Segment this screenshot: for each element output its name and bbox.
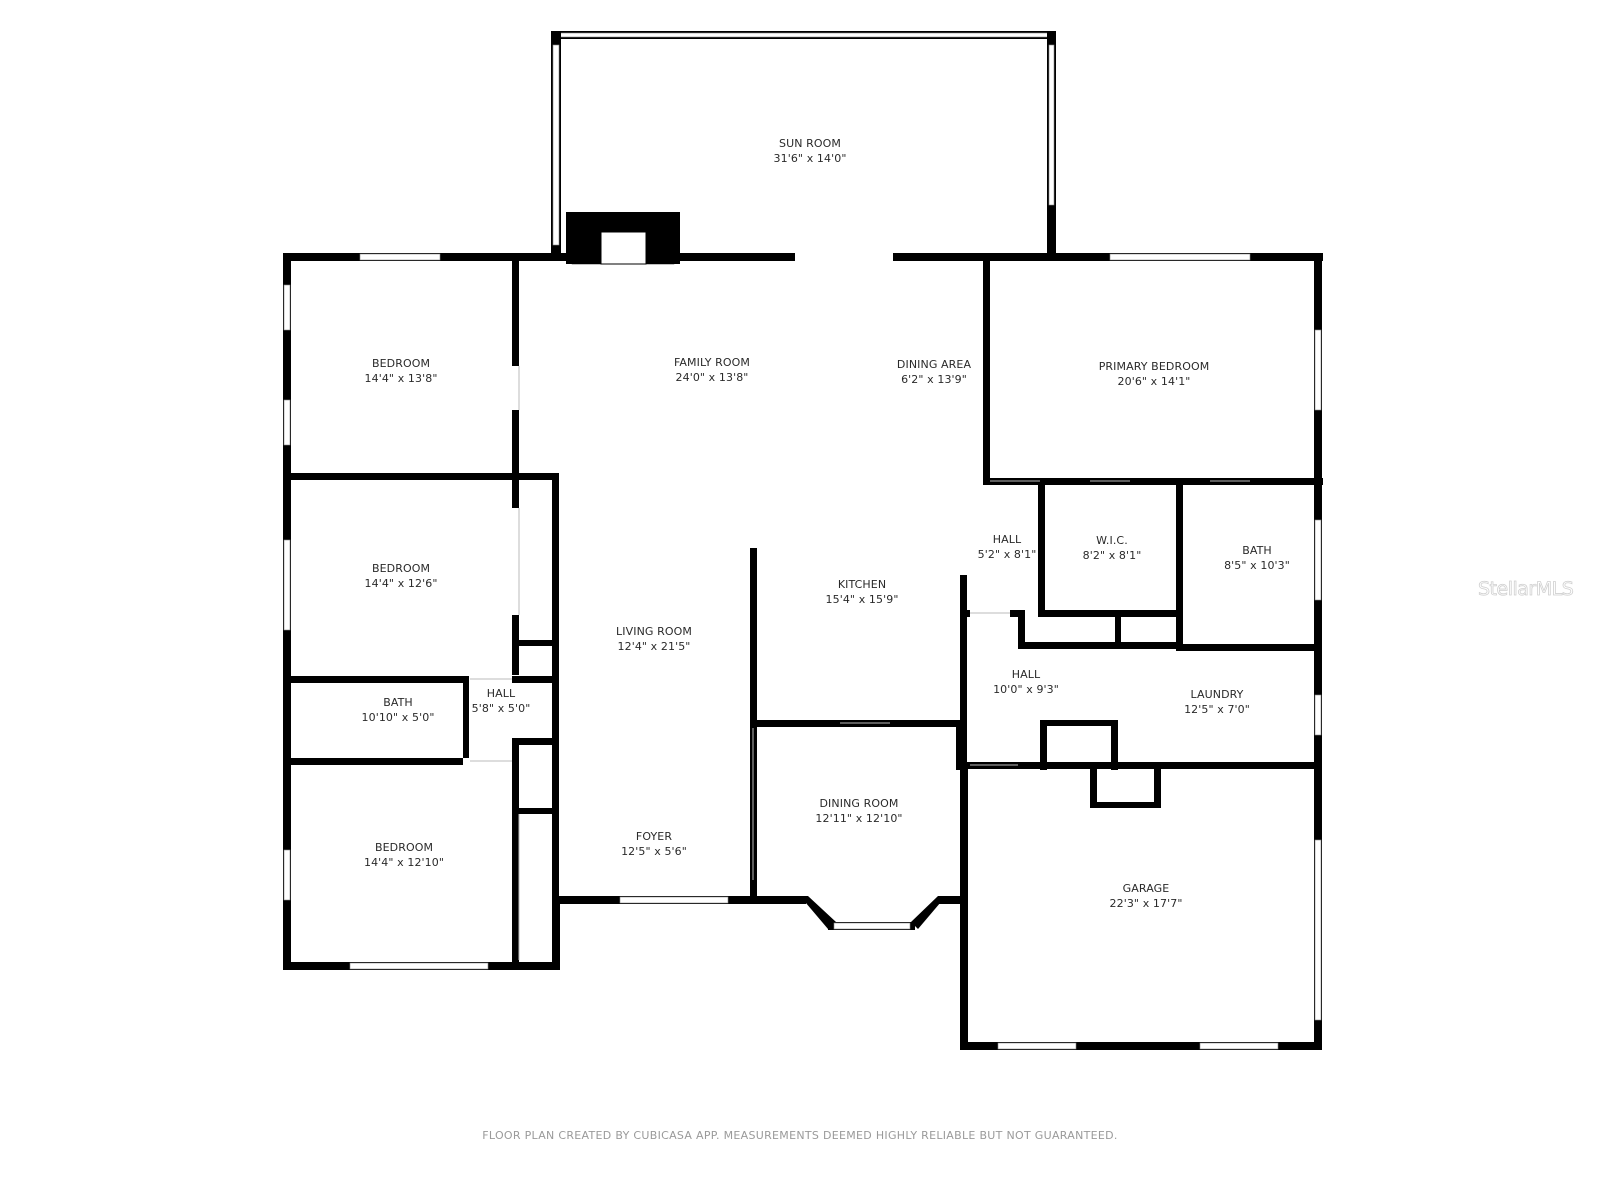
room-label-wic: W.I.C.8'2" x 8'1" xyxy=(1082,534,1142,562)
door-openings xyxy=(470,366,1250,960)
fireplace xyxy=(566,212,680,265)
sun-room-walls xyxy=(551,31,1056,257)
watermark: StellarMLS xyxy=(1478,578,1575,601)
windows xyxy=(283,253,1322,1050)
footer-disclaimer: FLOOR PLAN CREATED BY CUBICASA APP. MEAS… xyxy=(482,1129,1118,1142)
interior-walls xyxy=(283,261,1323,970)
